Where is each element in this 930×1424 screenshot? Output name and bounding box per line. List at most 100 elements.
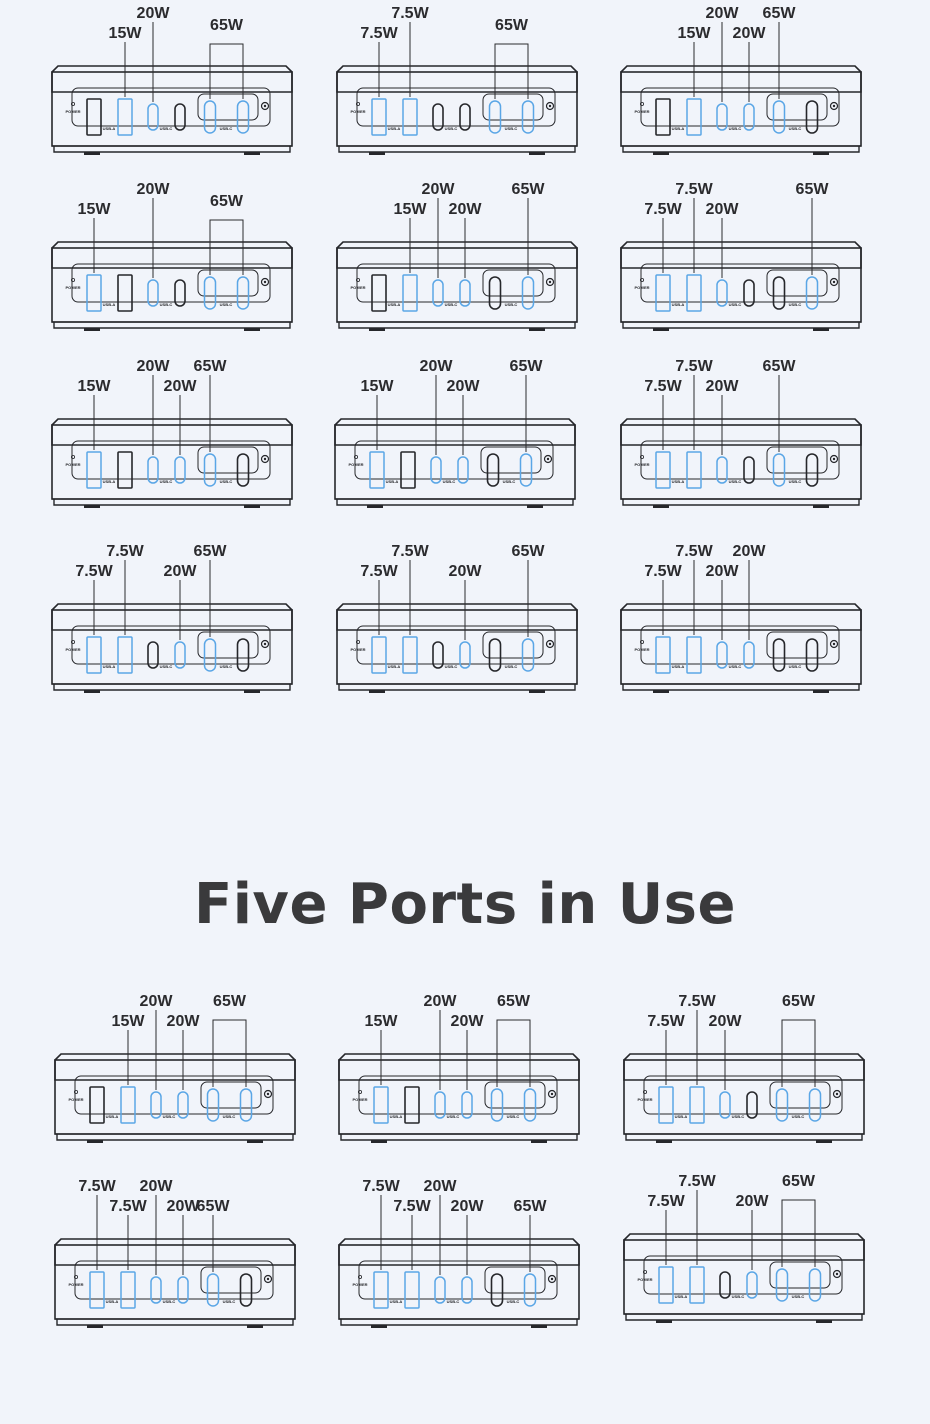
wattage-label: 7.5W	[675, 358, 713, 375]
usb-a-1-port	[655, 451, 671, 489]
pd-bay	[766, 93, 828, 121]
charger-base	[340, 1319, 578, 1326]
pd-bay	[197, 93, 259, 121]
power-label: POWER	[352, 1097, 367, 1102]
charger-base	[56, 1319, 294, 1326]
screw-icon	[547, 1274, 557, 1284]
screw-center	[263, 642, 267, 646]
power-label: POWER	[352, 1282, 367, 1287]
wattage-label: 20W	[451, 1013, 485, 1030]
wattage-label: 20W	[140, 993, 174, 1010]
wattage-label: 20W	[733, 543, 767, 560]
charger-base	[53, 146, 291, 153]
usb-a-label: USB-A	[103, 302, 116, 307]
usb-c-4-port	[519, 453, 533, 487]
power-label: POWER	[634, 462, 649, 467]
usb-c-1-port	[432, 641, 444, 669]
usb-c-4-port	[521, 100, 535, 134]
port-panel	[354, 440, 554, 480]
charger-foot-left	[653, 152, 669, 155]
pd-bay	[480, 446, 542, 474]
power-led	[639, 455, 644, 460]
usb-c-1-port	[716, 641, 728, 669]
screw-icon	[832, 1269, 842, 1279]
usb-a-2-port	[117, 451, 133, 489]
screw-icon	[829, 277, 839, 287]
charger-foot-left	[371, 1140, 387, 1143]
charger-foot-right	[244, 505, 260, 508]
usb-c-3-port	[486, 453, 500, 487]
wattage-label: 15W	[78, 378, 112, 395]
usb-c-2-port	[743, 456, 755, 484]
port-panel	[358, 1075, 558, 1115]
power-led	[70, 455, 75, 460]
usb-c-3-port	[772, 453, 786, 487]
port-panel	[356, 263, 556, 303]
usb-a-2-port	[686, 98, 702, 136]
usb-a-1-port	[89, 1086, 105, 1124]
port-panel	[640, 625, 840, 665]
usb-a-1-port	[371, 98, 387, 136]
usb-c-label: USB-C	[163, 1114, 176, 1119]
usb-c-2-port	[743, 103, 755, 131]
charger-foot-right	[529, 690, 545, 693]
wattage-label: 20W	[422, 181, 456, 198]
usb-c-4-port	[805, 276, 819, 310]
charger-base	[622, 322, 860, 329]
charger-foot-left	[367, 505, 383, 508]
power-label: POWER	[348, 462, 363, 467]
usb-a-1-port	[658, 1086, 674, 1124]
pd-bay	[197, 269, 259, 297]
usb-a-label: USB-A	[388, 126, 401, 131]
power-label: POWER	[65, 285, 80, 290]
usb-c-label: USB-C	[160, 479, 173, 484]
wattage-label: 65W	[782, 1173, 816, 1190]
power-led	[355, 278, 360, 283]
charger-foot-right	[531, 1325, 547, 1328]
usb-c-2-port	[457, 456, 469, 484]
usb-c-label: USB-C	[160, 126, 173, 131]
wattage-label: 7.5W	[678, 1173, 716, 1190]
usb-c-label: USB-C	[732, 1114, 745, 1119]
usb-c-pd-label: USB-C	[220, 479, 233, 484]
usb-a-label: USB-A	[675, 1114, 688, 1119]
power-led	[355, 102, 360, 107]
screw-center	[548, 104, 552, 108]
usb-c-4-port	[523, 1088, 537, 1122]
usb-c-4-port	[805, 638, 819, 672]
wattage-label: 7.5W	[644, 378, 682, 395]
wattage-label: 7.5W	[391, 543, 429, 560]
usb-a-label: USB-A	[106, 1114, 119, 1119]
wattage-label: 20W	[706, 201, 740, 218]
usb-c-1-port	[716, 279, 728, 307]
screw-center	[548, 642, 552, 646]
port-panel	[74, 1075, 274, 1115]
wattage-label: 65W	[512, 543, 546, 560]
usb-c-label: USB-C	[445, 302, 458, 307]
wattage-label: 65W	[210, 17, 244, 34]
wattage-label: 65W	[512, 181, 546, 198]
port-panel	[643, 1075, 843, 1115]
charger-foot-right	[816, 1140, 832, 1143]
screw-center	[263, 280, 267, 284]
usb-c-label: USB-C	[447, 1114, 460, 1119]
screw-icon	[545, 277, 555, 287]
screw-icon	[260, 639, 270, 649]
usb-a-1-port	[371, 274, 387, 312]
charger-base	[625, 1314, 863, 1321]
leader-line-65w	[781, 1019, 816, 1087]
charger-foot-left	[656, 1140, 672, 1143]
usb-c-pd-label: USB-C	[789, 126, 802, 131]
wattage-label: 20W	[167, 1198, 201, 1215]
usb-c-1-port	[434, 1276, 446, 1304]
charger-foot-right	[244, 152, 260, 155]
usb-a-label: USB-A	[390, 1299, 403, 1304]
leader-line-65w	[212, 1019, 247, 1087]
usb-c-3-port	[775, 1268, 789, 1302]
pd-bay	[484, 1081, 546, 1109]
charger-base	[338, 146, 576, 153]
usb-c-label: USB-C	[160, 302, 173, 307]
